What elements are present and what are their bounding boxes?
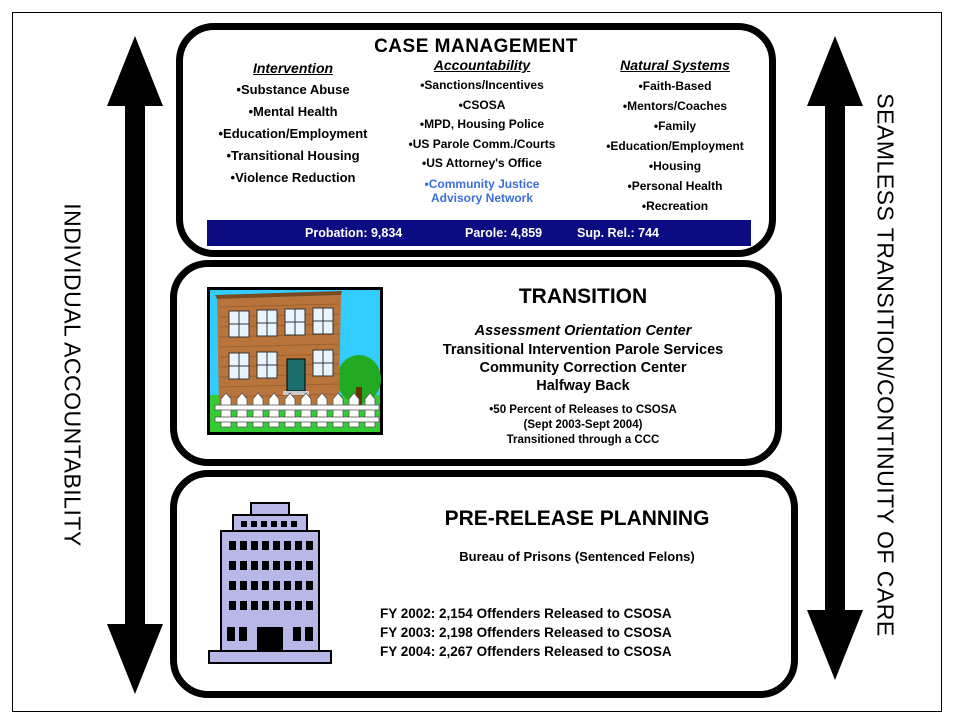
- transition-line: Transitional Intervention Parole Service…: [442, 342, 724, 358]
- individual-accountability-label: INDIVIDUAL ACCOUNTABILITY: [59, 203, 86, 547]
- transition-line: Community Correction Center: [479, 360, 687, 376]
- natural-systems-heading: Natural Systems: [620, 57, 730, 73]
- transition-subtitle: Assessment Orientation Center: [474, 323, 692, 339]
- list-item: •Family: [653, 119, 697, 133]
- building-window: [229, 601, 236, 610]
- building-window: [251, 541, 258, 550]
- building-window: [306, 581, 313, 590]
- list-item: •Personal Health: [627, 179, 723, 193]
- building-window: [251, 601, 258, 610]
- list-item: •Substance Abuse: [236, 82, 350, 97]
- transition-note: •50 Percent of Releases to CSOSA (Sept 2…: [393, 403, 773, 448]
- building-window: [284, 561, 291, 570]
- building-window: [273, 601, 280, 610]
- accountability-column: Accountability •Sanctions/Incentives •CS…: [397, 57, 567, 205]
- office-building-icon: [208, 502, 332, 664]
- building-window: [295, 581, 302, 590]
- transition-line: Halfway Back: [536, 378, 630, 394]
- list-item: •Housing: [648, 159, 702, 173]
- seamless-transition-label: SEAMLESS TRANSITION/CONTINUITY OF CARE: [872, 93, 899, 637]
- slide-frame: [12, 12, 942, 712]
- case-management-box: CASE MANAGEMENT Intervention •Substance …: [176, 23, 776, 257]
- building-window: [306, 561, 313, 570]
- intervention-heading: Intervention: [252, 60, 334, 76]
- list-item: •Faith-Based: [638, 79, 712, 93]
- building-window: [229, 541, 236, 550]
- list-item: •CSOSA: [458, 97, 506, 112]
- list-item: •MPD, Housing Police: [419, 117, 545, 131]
- building-window: [295, 601, 302, 610]
- building-window: [262, 561, 269, 570]
- natural-systems-column: Natural Systems •Faith-Based •Mentors/Co…: [589, 57, 761, 216]
- release-count-line: FY 2002: 2,154 Offenders Released to CSO…: [380, 606, 672, 621]
- building-window: [229, 561, 236, 570]
- building-window: [240, 541, 247, 550]
- release-counts: FY 2002: 2,154 Offenders Released to CSO…: [380, 604, 672, 661]
- list-item: •US Parole Comm./Courts: [408, 136, 556, 151]
- list-item: •Education/Employment: [606, 139, 744, 153]
- building-window: [240, 601, 247, 610]
- building-window: [240, 581, 247, 590]
- advisory-network-item: Advisory Network: [430, 190, 534, 205]
- sup-rel-stat: Sup. Rel.: 744: [577, 226, 659, 240]
- building-window: [284, 541, 291, 550]
- accountability-heading: Accountability: [433, 57, 531, 73]
- list-item: •Transitional Housing: [226, 148, 360, 163]
- community-justice-item: •Community Justice: [424, 176, 540, 191]
- building-window: [240, 561, 247, 570]
- schoolhouse-icon: [207, 287, 383, 435]
- building-window: [251, 561, 258, 570]
- transition-title: TRANSITION: [518, 285, 648, 308]
- supervision-stats-band: Probation: 9,834 Parole: 4,859 Sup. Rel.…: [207, 220, 751, 246]
- building-window: [284, 581, 291, 590]
- building-window: [262, 601, 269, 610]
- probation-stat: Probation: 9,834: [305, 226, 403, 240]
- pre-release-box: PRE-RELEASE PLANNING Bureau of Prisons (…: [170, 470, 798, 698]
- building-window: [306, 541, 313, 550]
- intervention-column: Intervention •Substance Abuse •Mental He…: [189, 60, 397, 189]
- building-window: [295, 561, 302, 570]
- release-count-line: FY 2004: 2,267 Offenders Released to CSO…: [380, 644, 672, 659]
- pre-release-title: PRE-RELEASE PLANNING: [444, 507, 710, 530]
- building-window: [229, 581, 236, 590]
- left-double-arrow-icon: [107, 36, 163, 694]
- transition-programs: Transitional Intervention Parole Service…: [393, 341, 773, 395]
- building-window: [284, 601, 291, 610]
- building-window: [273, 561, 280, 570]
- parole-stat: Parole: 4,859: [465, 226, 543, 240]
- list-item: •Sanctions/Incentives: [420, 78, 544, 92]
- building-window: [273, 541, 280, 550]
- case-management-title: CASE MANAGEMENT: [374, 36, 578, 57]
- transition-note-line: Transitioned through a CCC: [506, 434, 660, 446]
- building-window: [295, 541, 302, 550]
- list-item: •Education/Employment: [218, 126, 368, 141]
- pre-release-subtitle: Bureau of Prisons (Sentenced Felons): [459, 549, 695, 564]
- list-item: •Violence Reduction: [230, 170, 356, 185]
- list-item: •US Attorney's Office: [422, 156, 542, 170]
- building-window: [306, 601, 313, 610]
- list-item: •Mentors/Coaches: [622, 99, 728, 113]
- release-count-line: FY 2003: 2,198 Offenders Released to CSO…: [380, 625, 672, 640]
- right-double-arrow-icon: [807, 36, 863, 680]
- building-window: [262, 541, 269, 550]
- transition-box: TRANSITION Assessment Orientation Center…: [170, 260, 782, 466]
- transition-note-line: (Sept 2003-Sept 2004): [523, 419, 643, 431]
- building-window: [273, 581, 280, 590]
- transition-note-line: •50 Percent of Releases to CSOSA: [489, 404, 677, 416]
- building-window: [251, 581, 258, 590]
- building-window: [262, 581, 269, 590]
- list-item: •Mental Health: [248, 104, 338, 119]
- list-item: •Recreation: [641, 199, 709, 213]
